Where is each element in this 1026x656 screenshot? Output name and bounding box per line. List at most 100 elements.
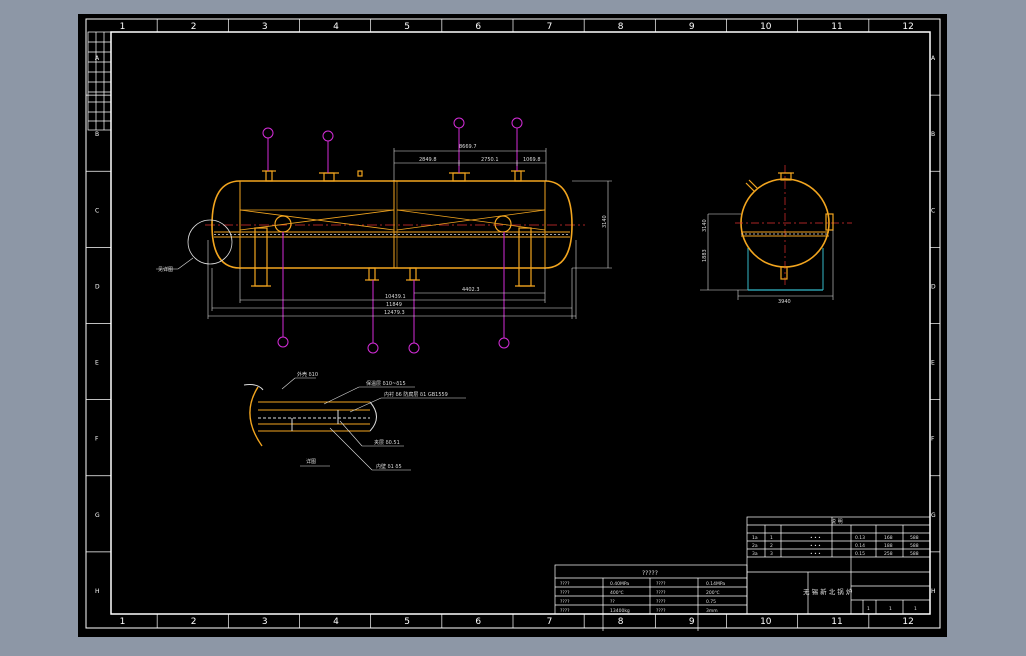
spec-cell: ????	[656, 599, 666, 605]
column-label-top-3: 3	[262, 22, 268, 32]
column-label-top-4: 4	[333, 22, 339, 32]
scale-cell: 1	[914, 606, 917, 612]
revision-cell: 588	[910, 535, 919, 541]
revision-cell: 588	[910, 551, 919, 557]
column-label-top-9: 9	[689, 22, 695, 32]
detail-label-4: 夹层 δ0.51	[374, 439, 400, 446]
front-dimensions	[207, 148, 612, 319]
column-label-top-2: 2	[191, 22, 197, 32]
corner-grid	[87, 31, 112, 131]
side-dimensions	[700, 213, 834, 300]
row-label-left-B: B	[95, 131, 99, 138]
revision-cell: • • •	[810, 536, 821, 541]
column-label-top-8: 8	[618, 22, 624, 32]
wall-detail-view[interactable]	[243, 377, 466, 471]
dim-top-seg-c: 1069.8	[523, 157, 541, 163]
column-label-top-7: 7	[547, 22, 553, 32]
detail-label-5: 内壁 δ1 δ5	[376, 463, 402, 470]
column-label-bottom-6: 6	[475, 617, 481, 627]
column-label-bottom-8: 8	[618, 617, 624, 627]
title-block-title: 无 锡 新 北 锅 炉	[803, 587, 853, 596]
vessel-front-view[interactable]: 见详图	[156, 170, 585, 287]
inner-frame	[110, 31, 931, 615]
vessel-side-view[interactable]	[735, 165, 852, 291]
row-label-right-H: H	[931, 588, 936, 595]
row-label-right-C: C	[931, 207, 935, 214]
spec-table-title: ?????	[642, 570, 658, 577]
spec-cell: 13400kg	[610, 608, 630, 614]
spec-cell: 400℃	[610, 590, 624, 596]
dim-bottom-mid: 4402.3	[462, 287, 480, 293]
detail-label-2: 保温层 δ10~δ15	[366, 380, 406, 387]
row-label-left-G: G	[95, 512, 100, 519]
row-label-left-H: H	[95, 588, 100, 595]
column-label-top-11: 11	[831, 22, 842, 32]
column-label-bottom-1: 1	[120, 617, 126, 627]
column-label-bottom-7: 7	[547, 617, 553, 627]
spec-cell: ????	[656, 590, 666, 596]
revision-cell: 1a	[752, 535, 758, 541]
detail-label-text: 外壳 δ10 保温层 δ10~δ15 内衬 δ6 防腐层 δ1 GB1559 夹…	[297, 371, 448, 470]
top-nozzles	[262, 170, 525, 182]
spec-cell: 0.40MPa	[610, 581, 629, 587]
dim-side-height: 3140	[702, 219, 708, 232]
vessel-shell	[211, 180, 573, 269]
spec-cell: ????	[656, 608, 666, 614]
nozzle-callouts	[262, 117, 523, 354]
column-label-bottom-3: 3	[262, 617, 268, 627]
column-label-bottom-2: 2	[191, 617, 197, 627]
saddle-legs	[251, 227, 535, 287]
revision-cell: 188	[884, 543, 893, 549]
revision-cell: 1	[770, 535, 773, 541]
side-dimension-text: 3140 1883 3940	[702, 219, 791, 305]
dim-top-seg-b: 2750.1	[481, 157, 499, 163]
dim-side-base: 3940	[778, 299, 791, 305]
spec-cell: ????	[560, 599, 570, 605]
row-label-right-F: F	[931, 436, 935, 443]
dim-top-seg-a: 2849.8	[419, 157, 437, 163]
detail-callout-label: 见详图	[158, 266, 173, 273]
dim-top-overall: 8669.7	[459, 144, 477, 150]
column-label-bottom-5: 5	[404, 617, 410, 627]
spec-cell: ????	[560, 581, 570, 587]
revision-cell: 3	[770, 551, 773, 557]
manway-right	[494, 215, 512, 233]
revision-cell: 2a	[752, 543, 758, 549]
scale-cell: 1	[889, 606, 892, 612]
spec-cell: 0.75	[706, 599, 716, 605]
revision-cell: • • •	[810, 552, 821, 557]
front-dimension-text: 8669.7 2849.8 2750.1 1069.8 3140 4402.3 …	[384, 144, 608, 316]
row-label-left-E: E	[95, 360, 99, 367]
row-label-left-C: C	[95, 207, 99, 214]
spec-cell: ????	[656, 581, 666, 587]
revision-cell: 0.13	[855, 535, 865, 541]
revision-cell: 0.15	[855, 551, 865, 557]
detail-label-3: 内衬 δ6 防腐层 δ1 GB1559	[384, 391, 448, 398]
revision-cell: 3a	[752, 551, 758, 557]
frame-ticks	[86, 19, 940, 628]
column-label-bottom-4: 4	[333, 617, 339, 627]
column-label-top-1: 1	[120, 22, 126, 32]
revision-cell: 0.14	[855, 543, 865, 549]
row-label-right-A: A	[931, 55, 936, 62]
spec-cell: ????	[560, 590, 570, 596]
revision-cell: • • •	[810, 544, 821, 549]
revision-cell: 258	[884, 551, 893, 557]
dim-side-height-b: 1883	[702, 249, 708, 262]
column-label-top-10: 10	[760, 22, 772, 32]
row-label-left-A: A	[95, 55, 100, 62]
internal-bracing	[239, 209, 546, 231]
spec-table: ????? ????0.40MPa????0.14MPa????400℃????…	[554, 564, 748, 631]
row-label-right-B: B	[931, 131, 935, 138]
column-label-bottom-9: 9	[689, 617, 695, 627]
column-label-bottom-12: 12	[902, 617, 913, 627]
dim-bottom-a: 10439.1	[385, 294, 406, 300]
column-label-top-5: 5	[404, 22, 410, 32]
revision-header: 说 明	[831, 518, 843, 525]
